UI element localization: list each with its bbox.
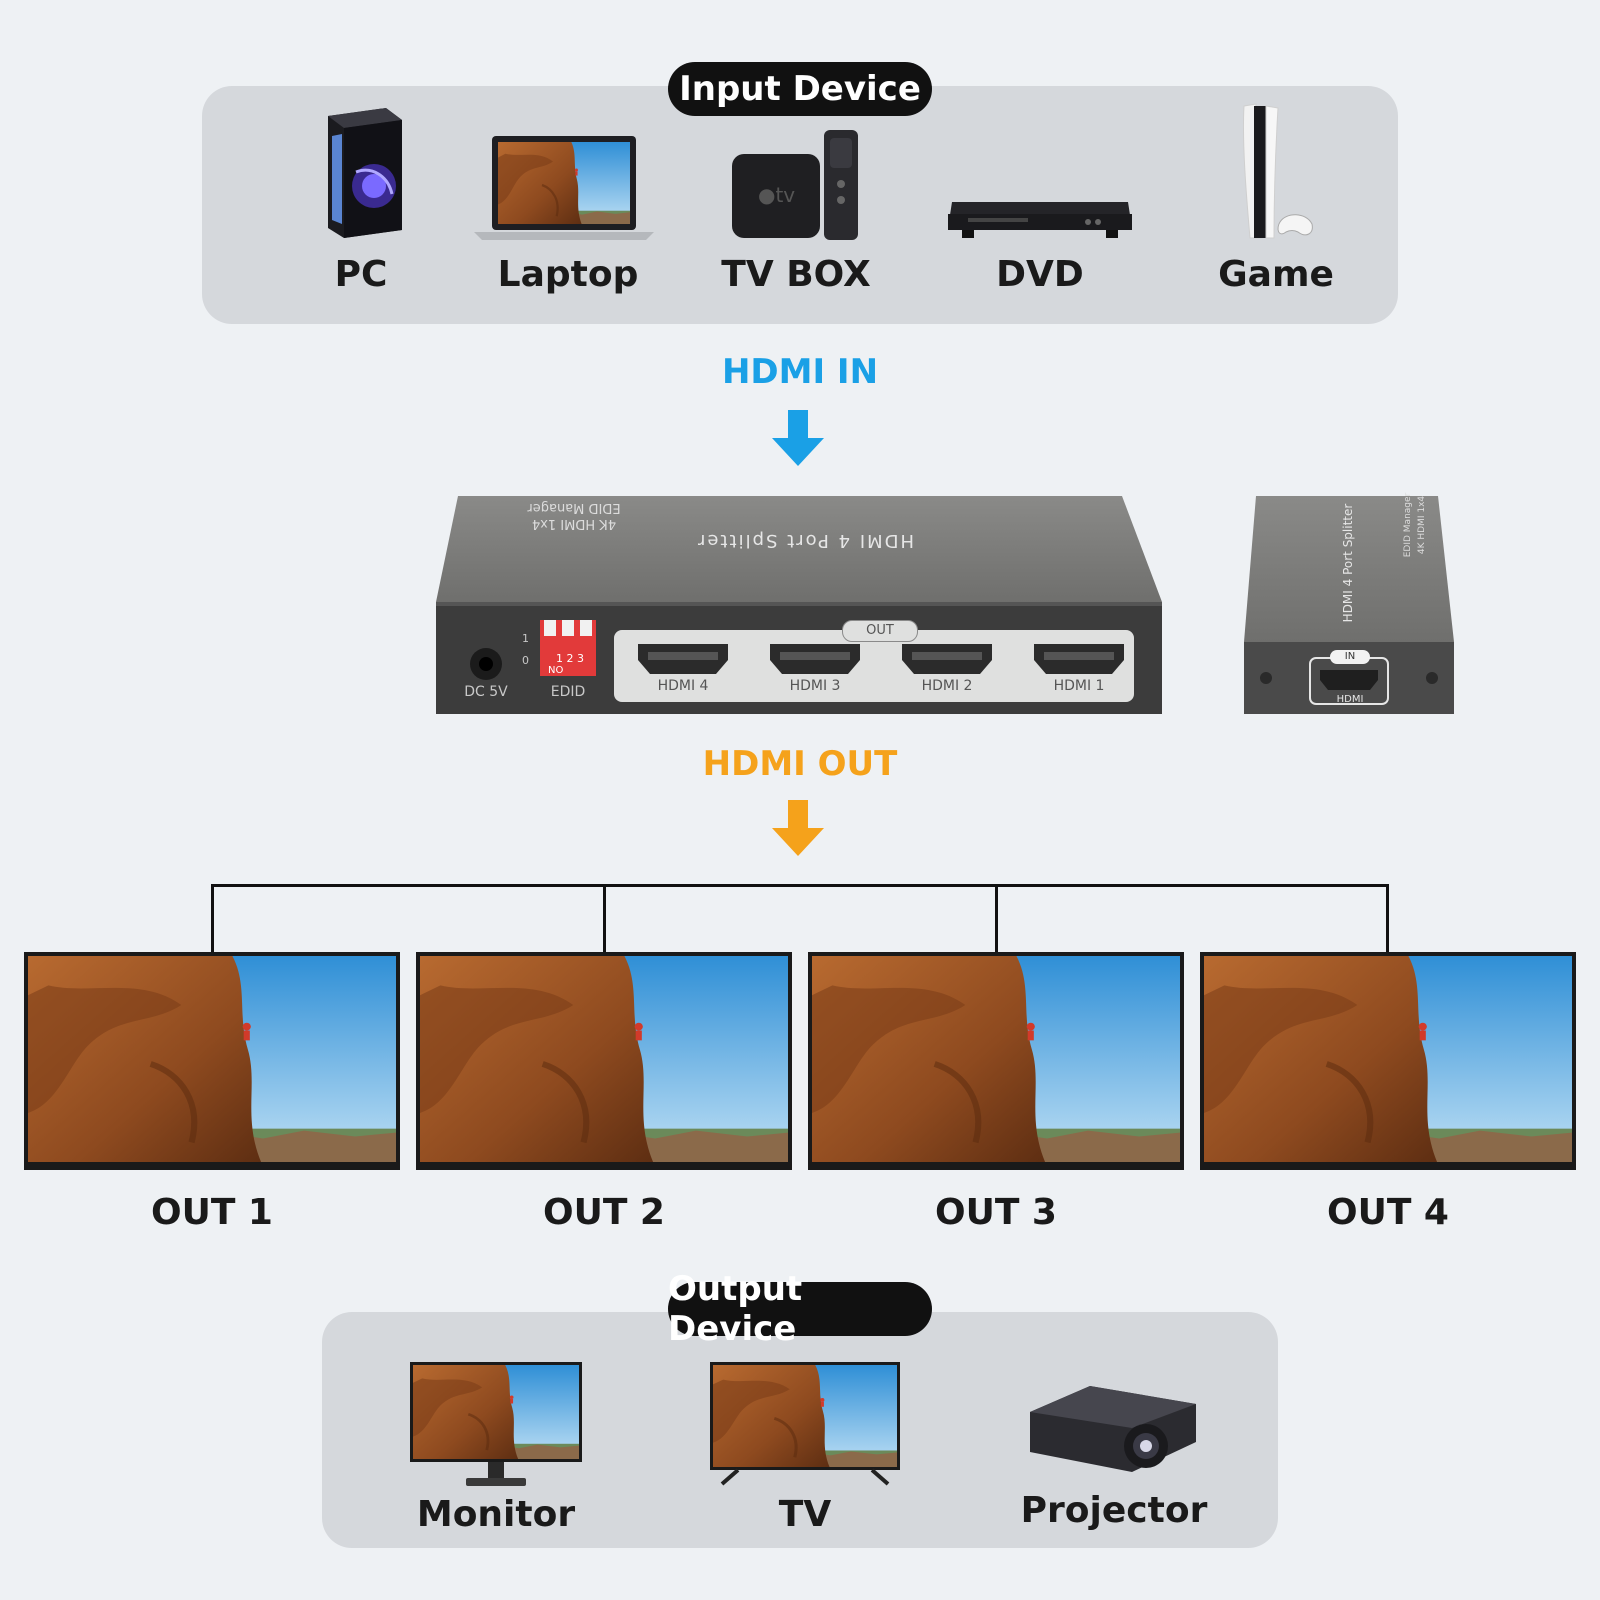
device-label-tv: TV [778,1494,832,1535]
hdmi-port-2-icon[interactable] [900,642,994,676]
svg-text:●tv: ●tv [758,183,795,207]
splitter-edid-manager-text: EDID Manager [527,500,621,515]
out-2-label: OUT 2 [543,1192,665,1233]
dip-switch-numbers[interactable]: 1 2 3 [556,652,584,665]
output-bus-line [211,884,1389,887]
output-device-title: Output Device [668,1269,932,1349]
hdmi-port-4-icon[interactable] [636,642,730,676]
hdmi-out-label: HDMI OUT [702,744,898,784]
tv-icon [710,1362,900,1486]
out-badge: OUT [842,620,918,642]
device-label-pc: PC [334,254,388,295]
output-screen-1 [24,952,400,1170]
game-console-icon [1242,103,1313,239]
output-screen-4 [1200,952,1576,1170]
out-1-label: OUT 1 [151,1192,273,1233]
monitor-icon [410,1362,582,1486]
hdmi-splitter-side [1244,496,1454,714]
hdmi-in-label: HDMI IN [721,352,879,392]
arrow-down-orange-icon [772,800,824,856]
side-in-badge: IN [1330,650,1370,664]
tv-box-icon: ●tv [732,130,858,240]
dip-switch-1-label: 1 [522,632,529,645]
out-4-label: OUT 4 [1327,1192,1449,1233]
dvd-player-icon [948,202,1132,238]
device-label-game: Game [1218,254,1334,295]
dc-power-label: DC 5V [464,684,508,700]
output-drop-1 [211,884,214,954]
hdmi-port-3-icon[interactable] [768,642,862,676]
out-3-label: OUT 3 [935,1192,1057,1233]
input-device-title: Input Device [668,62,932,116]
splitter-model-text: 4K HDMI 1x4 [531,516,617,531]
device-label-projector: Projector [1020,1490,1208,1531]
projector-icon [1030,1386,1196,1472]
side-splitter-text: HDMI 4 Port Splitter [1341,503,1355,623]
output-screen-3 [808,952,1184,1170]
hdmi-port-3-label: HDMI 3 [789,678,841,694]
device-label-dvd: DVD [996,254,1084,295]
hdmi-splitter-front [436,496,1162,714]
output-drop-2 [603,884,606,954]
hdmi-port-1-label: HDMI 1 [1053,678,1105,694]
device-label-tv-box: TV BOX [721,254,871,295]
dip-switch-on-label: NO [548,665,564,676]
output-drop-4 [1386,884,1389,954]
device-label-monitor: Monitor [416,1494,576,1535]
pc-tower-icon [328,108,402,238]
output-drop-3 [995,884,998,954]
splitter-top-text: HDMI 4 Port Splitter [696,530,914,551]
side-model-text: 4K HDMI 1x4 [1417,495,1427,555]
hdmi-port-1-icon[interactable] [1032,642,1126,676]
side-edid-text: EDID Manager [1403,492,1413,558]
side-hdmi-port-label: HDMI [1336,694,1364,705]
laptop-icon [474,136,654,240]
output-screen-2 [416,952,792,1170]
dip-switch-0-label: 0 [522,654,529,667]
hdmi-port-2-label: HDMI 2 [921,678,973,694]
hdmi-port-4-label: HDMI 4 [657,678,709,694]
edid-label: EDID [550,684,586,700]
arrow-down-blue-icon [772,410,824,466]
device-label-laptop: Laptop [497,254,639,295]
